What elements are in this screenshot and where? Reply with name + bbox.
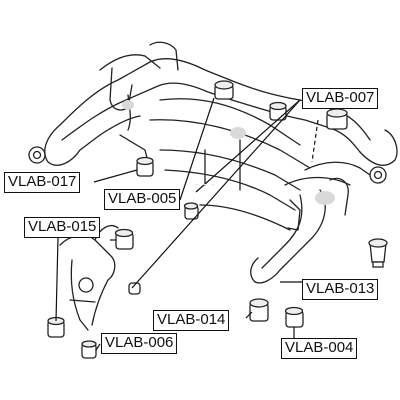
watermark: - - - <box>195 176 215 191</box>
bushing-vlab-017 <box>136 156 154 177</box>
subframe-right-arm <box>250 177 349 284</box>
bushing-top-center <box>214 80 234 100</box>
bushing-vlab-004 <box>284 306 304 328</box>
label-vlab-004: VLAB-004 <box>281 338 358 359</box>
bushing-vlab-013 <box>368 238 388 268</box>
label-vlab-005: VLAB-005 <box>104 189 181 210</box>
bushing-vlab-007 <box>326 108 348 130</box>
label-vlab-015: VLAB-015 <box>24 217 101 238</box>
bushing-vlab-015 <box>114 228 134 250</box>
right-arm-ring <box>28 146 387 184</box>
subframe-crossmembers <box>149 98 311 231</box>
label-vlab-017: VLAB-017 <box>4 172 81 193</box>
bushing-vlab-014 <box>249 298 269 322</box>
subframe-left-rail <box>44 58 233 166</box>
bushing-vlab-006 <box>81 340 97 359</box>
label-vlab-007: VLAB-007 <box>302 88 379 109</box>
bushing-top-right <box>269 101 287 121</box>
bushing-knuckle-top <box>128 282 141 295</box>
leader-lines <box>55 97 319 351</box>
label-vlab-014: VLAB-014 <box>153 310 230 331</box>
label-vlab-013: VLAB-013 <box>302 279 379 300</box>
knuckle-left <box>59 225 119 331</box>
bushing-vlab-005 <box>183 202 199 220</box>
label-vlab-006: VLAB-006 <box>101 333 178 354</box>
